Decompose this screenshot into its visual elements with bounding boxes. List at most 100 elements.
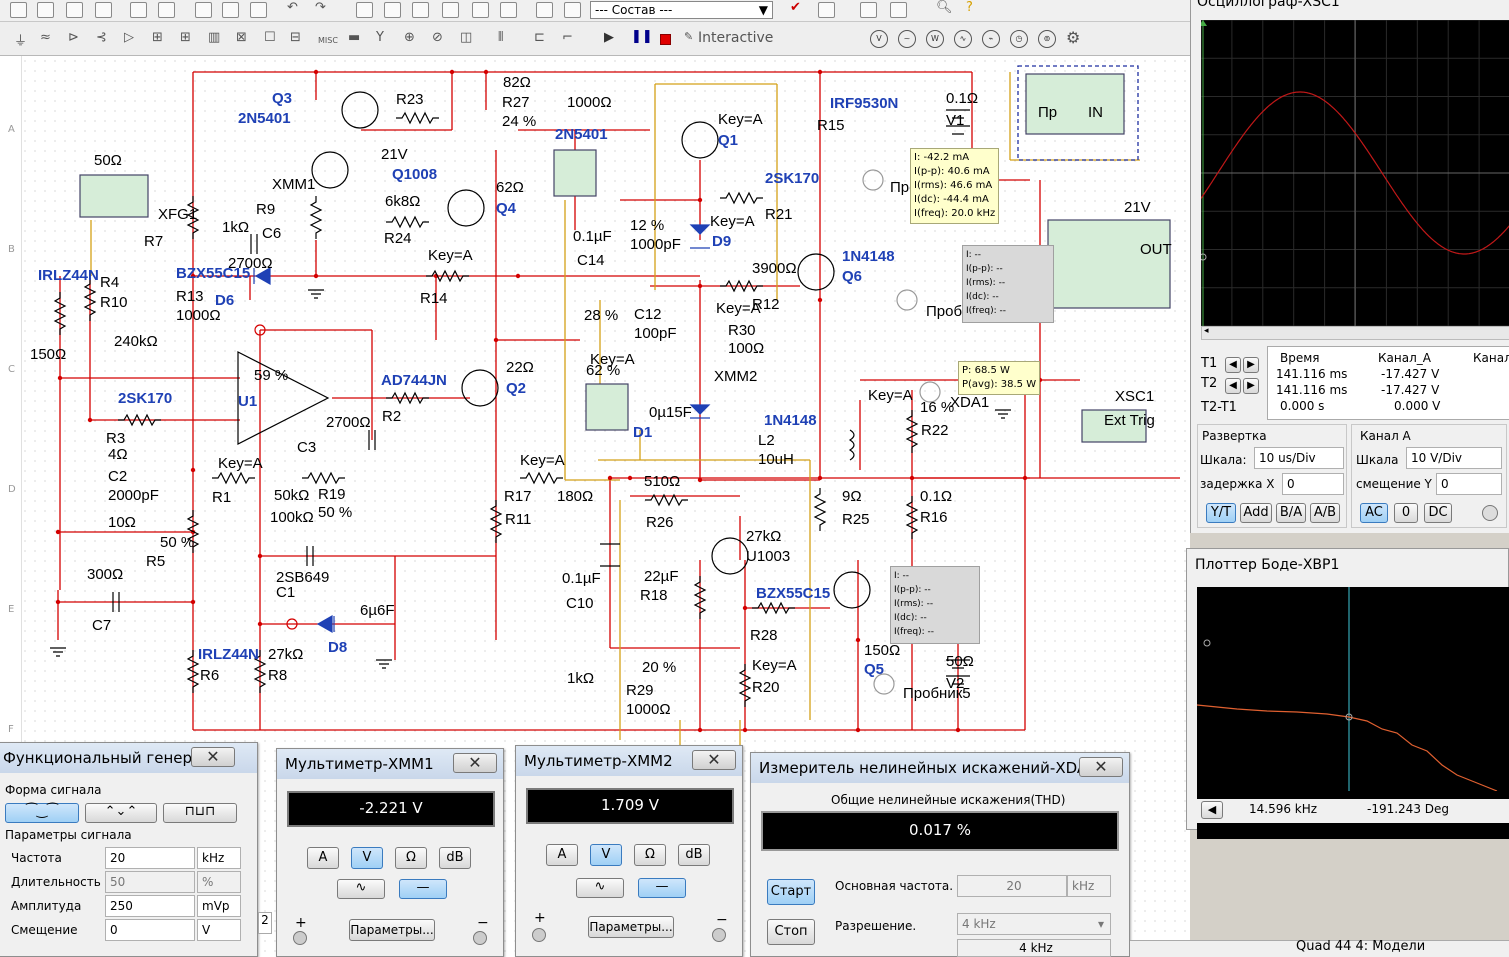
transfer-icon[interactable] [818, 2, 835, 18]
freq-field[interactable]: 20 [105, 847, 195, 869]
cmos-icon[interactable]: ⊞ [180, 30, 191, 45]
offset-field[interactable]: 0 [105, 919, 195, 941]
indicator-icon[interactable]: ☐ [264, 30, 276, 45]
minus-terminal-icon[interactable]: − [477, 915, 489, 931]
postprocessor-icon[interactable] [472, 2, 489, 18]
grid-icon[interactable] [384, 2, 401, 18]
redo-icon[interactable]: ↷ [315, 0, 326, 15]
plus-terminal-jack-icon[interactable] [532, 928, 546, 942]
close-icon[interactable]: ✕ [692, 750, 736, 770]
diode-icon[interactable]: ⊳ [68, 30, 79, 45]
spreadsheet-icon[interactable] [412, 2, 429, 18]
database-icon[interactable] [564, 2, 581, 18]
pause-icon[interactable]: ❚❚ [631, 29, 653, 44]
erc-check-icon[interactable]: ✔ [790, 0, 801, 15]
new-file-icon[interactable] [10, 2, 27, 18]
power-icon[interactable]: ⊟ [290, 30, 301, 45]
misc-icon[interactable]: MISC [318, 36, 338, 45]
bode-instr-icon[interactable]: ⌁ [982, 30, 1000, 48]
t1-right-arrow-icon[interactable]: ▶ [1243, 357, 1259, 373]
mm1-ohm-button[interactable]: Ω [395, 847, 427, 869]
add-button[interactable]: Add [1240, 503, 1272, 523]
run-icon[interactable]: ▶ [604, 30, 614, 45]
cut-icon[interactable] [195, 2, 212, 18]
square-wave-button[interactable]: ⊓⊔⊓ [163, 803, 237, 823]
open-file-icon[interactable] [37, 2, 54, 18]
mm2-db-button[interactable]: dB [678, 844, 710, 866]
offset-unit[interactable]: V [197, 919, 241, 941]
ac-button[interactable]: AC [1360, 503, 1388, 523]
ladder-icon[interactable]: ⊘ [432, 30, 443, 45]
timebase-scale-field[interactable]: 10 us/Div [1254, 447, 1344, 469]
yoffset-field[interactable]: 0 [1436, 473, 1502, 495]
mm1-ac-button[interactable]: ∿ [337, 879, 385, 899]
mm1-volt-button[interactable]: V [351, 847, 383, 869]
t2-left-arrow-icon[interactable]: ◀ [1225, 378, 1241, 394]
duty-field[interactable]: 50 [105, 871, 195, 893]
mm1-params-button[interactable]: Параметры... [349, 919, 435, 941]
mm2-amp-button[interactable]: A [546, 844, 578, 866]
place-wire-icon[interactable]: ⌐ [562, 30, 573, 45]
interactive-label[interactable]: Interactive [698, 30, 774, 46]
mcu-icon[interactable]: ▥ [208, 30, 221, 45]
word-gen-instr-icon[interactable]: ⊚ [1038, 30, 1056, 48]
print-preview-icon[interactable] [158, 2, 175, 18]
mixed-icon[interactable]: ⊠ [236, 30, 247, 45]
rf-icon[interactable]: Y [376, 30, 384, 45]
advanced-peripherals-icon[interactable]: ▬ [348, 30, 361, 45]
channel-scale-field[interactable]: 10 V/Div [1406, 447, 1502, 469]
xdelay-field[interactable]: 0 [1282, 473, 1344, 495]
forward-annotate-icon[interactable] [890, 2, 907, 18]
bode-left-arrow-icon[interactable]: ◀ [1201, 801, 1223, 819]
resolution-select[interactable]: 4 kHz▾ [957, 913, 1111, 935]
counter-instr-icon[interactable]: ◷ [1010, 30, 1028, 48]
duty-unit[interactable]: % [197, 871, 241, 893]
plus-terminal-icon[interactable]: + [295, 915, 307, 931]
minus-terminal-icon[interactable]: − [716, 912, 728, 928]
channel-a-terminal-icon[interactable] [1482, 505, 1498, 521]
save-icon[interactable] [95, 2, 112, 18]
ab-button[interactable]: A/B [1310, 503, 1340, 523]
freq-unit[interactable]: kHz [197, 847, 241, 869]
copy-icon[interactable] [222, 2, 239, 18]
plus-terminal-icon[interactable]: + [534, 910, 546, 926]
view-fullscreen-icon[interactable] [356, 2, 373, 18]
print-icon[interactable] [130, 2, 147, 18]
start-button[interactable]: Старт [767, 879, 815, 905]
mm2-dc-button[interactable]: — [638, 878, 686, 898]
stop-icon[interactable] [660, 34, 671, 45]
basic-icon[interactable]: ≈ [40, 30, 51, 45]
wattmeter-instr-icon[interactable]: W [926, 30, 944, 48]
minus-terminal-jack-icon[interactable] [712, 928, 726, 942]
plus-terminal-jack-icon[interactable] [293, 931, 307, 945]
undo-icon[interactable]: ↶ [287, 0, 298, 15]
t1-left-arrow-icon[interactable]: ◀ [1225, 357, 1241, 373]
mm2-ohm-button[interactable]: Ω [634, 844, 666, 866]
fund-field[interactable]: 20 [957, 875, 1067, 897]
transistor-icon[interactable]: ⊰ [96, 30, 107, 45]
dc-button[interactable]: DC [1424, 503, 1452, 523]
analog-icon[interactable]: ▷ [124, 30, 134, 45]
amp-unit[interactable]: mVp [197, 895, 241, 917]
ttl-icon[interactable]: ⊞ [152, 30, 163, 45]
mm2-params-button[interactable]: Параметры... [588, 916, 674, 938]
in-use-list-combo[interactable]: --- Состав ---▼ [590, 1, 773, 19]
yt-button[interactable]: Y/T [1206, 503, 1236, 523]
paste-icon[interactable] [250, 2, 267, 18]
component-list-icon[interactable] [500, 2, 517, 18]
triangle-wave-button[interactable]: ⌃⌄⌃ [85, 803, 157, 823]
stop-button[interactable]: Стоп [767, 919, 815, 945]
sheet-tab[interactable]: 2 [258, 912, 272, 934]
mm1-db-button[interactable]: dB [439, 847, 471, 869]
fund-unit[interactable]: kHz [1067, 875, 1111, 897]
close-icon[interactable]: ✕ [191, 747, 235, 767]
connector-icon[interactable]: ◫ [460, 30, 473, 45]
help-icon[interactable]: ? [966, 0, 973, 15]
minus-terminal-jack-icon[interactable] [473, 931, 487, 945]
multimeter-instr-icon[interactable]: V [870, 30, 888, 48]
ba-button[interactable]: B/A [1276, 503, 1306, 523]
mm2-ac-button[interactable]: ∿ [576, 878, 624, 898]
electromechanical-icon[interactable]: ⊕ [404, 30, 415, 45]
find-icon[interactable]: 🔍︎ [936, 0, 953, 15]
